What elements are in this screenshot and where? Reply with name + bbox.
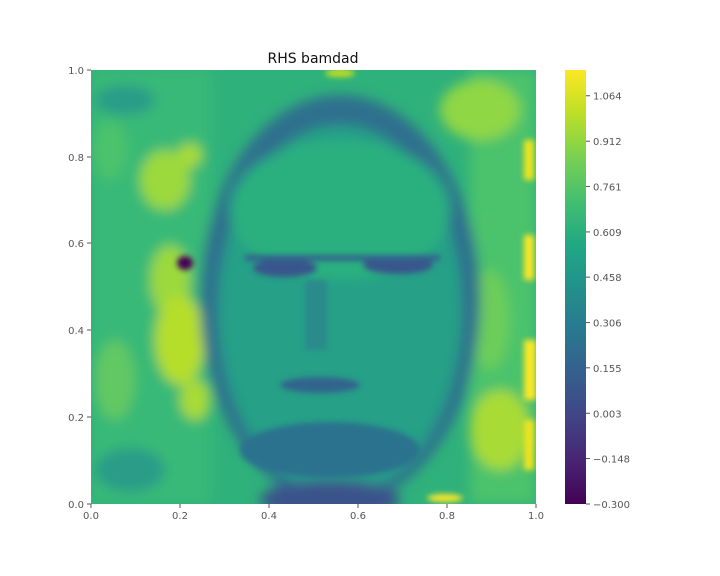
heatmap-texture — [91, 70, 536, 504]
x-tick-label: 1.0 — [528, 511, 544, 522]
y-tick-label: 0.2 — [68, 413, 84, 424]
colorbar-tick-label: 0.306 — [593, 319, 622, 330]
y-tick-label: 0.8 — [68, 153, 84, 164]
colorbar-tick-label: 0.458 — [593, 273, 622, 284]
x-tick-label: 0.2 — [172, 511, 188, 522]
colorbar-tick-label: 0.912 — [593, 137, 622, 148]
colorbar-tick-label: 0.003 — [593, 409, 622, 420]
y-tick-label: 0.6 — [68, 239, 84, 250]
y-axis: 0.0 0.2 0.4 0.6 0.8 1.0 — [68, 66, 91, 511]
colorbar: 1.064 0.912 0.761 0.609 0.458 0.306 0.155 0.003… — [565, 70, 630, 511]
x-tick-label: 0.0 — [83, 511, 99, 522]
x-tick-label: 0.6 — [350, 511, 366, 522]
y-tick-label: 0.4 — [68, 326, 84, 337]
heatmap-plot — [91, 70, 536, 504]
x-axis: 0.0 0.2 0.4 0.6 0.8 1.0 — [83, 504, 544, 522]
colorbar-gradient — [565, 70, 586, 504]
y-tick-label: 1.0 — [68, 66, 84, 77]
colorbar-tick-label: 1.064 — [593, 92, 622, 103]
colorbar-tick-label: 0.761 — [593, 182, 622, 193]
chart-title: RHS bamdad — [267, 51, 358, 67]
colorbar-ticks: 1.064 0.912 0.761 0.609 0.458 0.306 0.155 0.003… — [586, 92, 630, 511]
y-tick-label: 0.0 — [68, 500, 84, 511]
x-tick-label: 0.4 — [261, 511, 277, 522]
colorbar-tick-label: −0.148 — [593, 455, 630, 466]
heatmap-features — [177, 70, 536, 502]
colorbar-tick-label: 0.155 — [593, 364, 622, 375]
x-tick-label: 0.8 — [439, 511, 455, 522]
colorbar-tick-label: 0.609 — [593, 228, 622, 239]
colorbar-tick-label: −0.300 — [593, 500, 630, 511]
